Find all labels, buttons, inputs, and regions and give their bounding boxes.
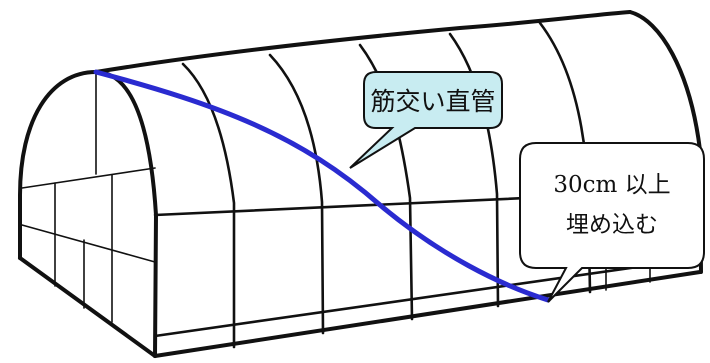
callout-brace-text: 筋交い直管 — [370, 87, 495, 116]
rear-arch — [628, 10, 703, 274]
bury-depth-callout: 30cm 以上 埋め込む — [519, 142, 705, 303]
base-bottom-edge — [153, 270, 702, 358]
arch-rib-1 — [181, 62, 236, 349]
callout-bubble-bury — [519, 142, 705, 303]
front-wall-cross-lower — [21, 224, 156, 263]
arch-rib-2 — [268, 53, 325, 335]
callout-bubble-brace — [349, 71, 503, 169]
front-arch — [18, 70, 158, 358]
front-wall-base — [18, 256, 157, 358]
diagonal-brace-pipe — [93, 69, 551, 303]
callout-bury-line1: 30cm 以上 — [553, 172, 670, 198]
side-pipe-lower — [153, 256, 702, 338]
front-wall-cross-upper — [21, 167, 156, 189]
greenhouse-frame — [18, 10, 703, 358]
brace-pipe-callout: 筋交い直管 — [349, 71, 503, 169]
callout-bury-line2: 埋め込む — [566, 212, 658, 238]
roof-top-edge — [94, 10, 632, 74]
